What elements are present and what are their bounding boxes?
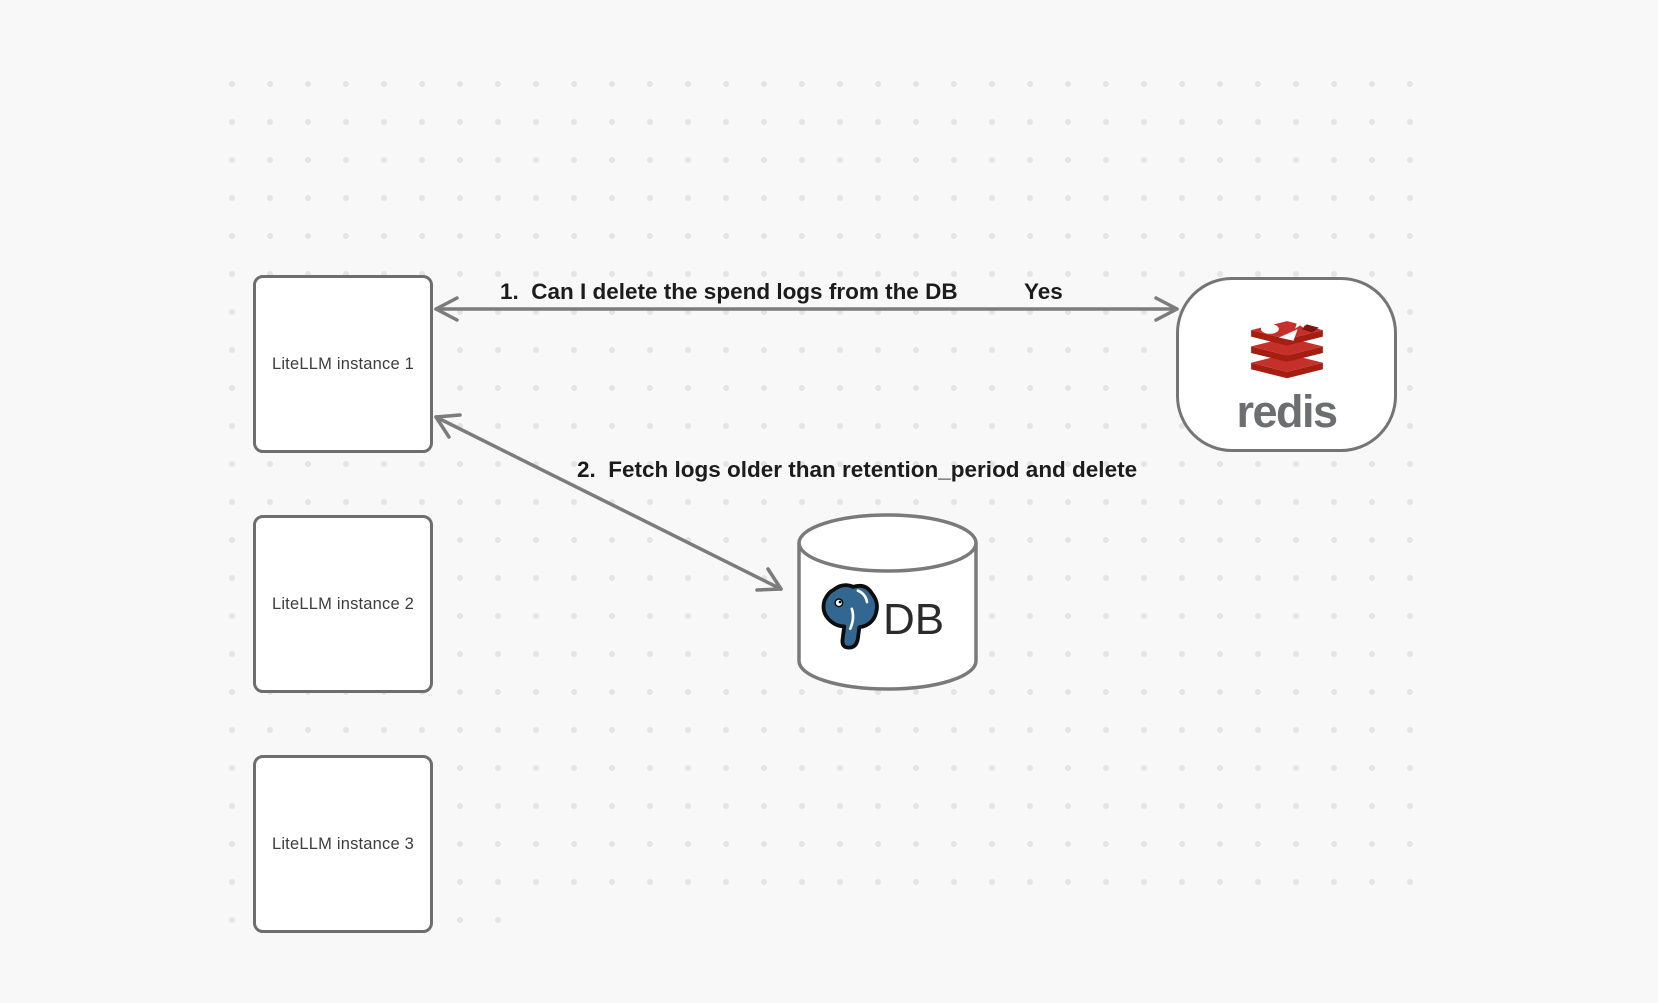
arrow-2-label: 2. Fetch logs older than retention_perio… (577, 457, 1138, 482)
litellm-instance-2-node: LiteLLM instance 2 (253, 515, 433, 693)
arrow-1-label: 1. Can I delete the spend logs from the … (500, 279, 958, 304)
litellm-instance-1-node: LiteLLM instance 1 (253, 275, 433, 453)
db-label: DB (883, 594, 945, 644)
postgres-elephant-icon (821, 583, 879, 650)
litellm-instance-2-label: LiteLLM instance 2 (271, 594, 415, 613)
redis-node: redis (1176, 277, 1397, 452)
redis-logo-icon (1250, 313, 1323, 379)
litellm-instance-3-node: LiteLLM instance 3 (253, 755, 433, 933)
litellm-instance-1-label: LiteLLM instance 1 (271, 354, 415, 373)
litellm-instance-3-label: LiteLLM instance 3 (271, 834, 415, 853)
redis-wordmark: redis (1236, 386, 1338, 437)
arrow-1-response-label: Yes (1024, 279, 1063, 304)
db-cylinder (797, 513, 978, 691)
db-node-content: DB (810, 580, 944, 656)
